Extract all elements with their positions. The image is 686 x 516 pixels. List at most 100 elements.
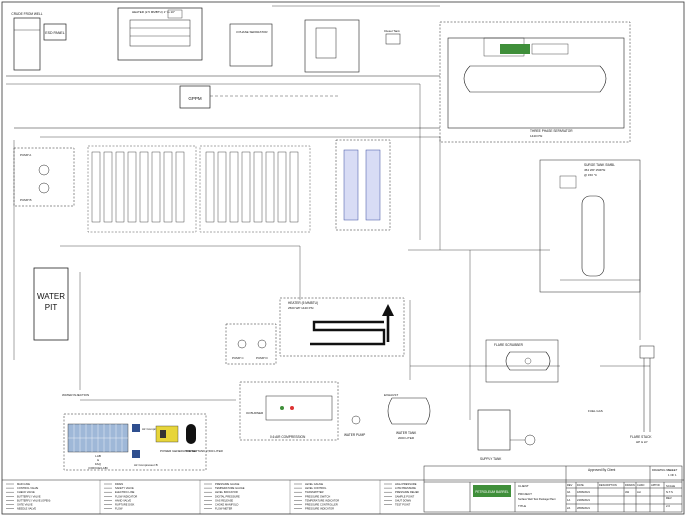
svg-text:PUMP D: PUMP D — [256, 356, 268, 360]
svg-text:WATER TANK: WATER TANK — [396, 431, 417, 435]
svg-text:SUPPLY TANK: SUPPLY TANK — [480, 457, 502, 461]
legend-item-label: BUTTERFLY VALVE (OPEN) — [17, 498, 51, 502]
legend-item-label: MAIN LINE — [17, 482, 30, 486]
svg-text:PIT: PIT — [45, 303, 58, 312]
svg-text:Air Compressor B: Air Compressor B — [134, 463, 158, 467]
drawing-no-label: DRAWING NO. — [652, 468, 671, 472]
water-tank: WATER TANK 2000 LITER — [387, 397, 431, 440]
svg-text:ESD PANEL: ESD PANEL — [45, 31, 64, 35]
air-compression: Oil BURNER 0.6 AIR COMPRESSION — [239, 381, 339, 441]
flare-stack: FLARE STACK HP & LP — [630, 345, 655, 444]
title-label: TITLE — [518, 504, 526, 508]
legend-panel — [2, 479, 684, 514]
supply-tank: SUPPLY TANK — [477, 409, 511, 461]
rev-col-header: DESCRIPTION — [599, 483, 617, 487]
client-label: CLIENT — [518, 484, 529, 488]
legend-item-label: PRESSURE GAUGE — [215, 482, 240, 486]
legend-item-label: LOW PRESSURE — [395, 486, 416, 490]
rev-col-header: CHKD — [637, 483, 644, 487]
rev-cell: AH — [637, 490, 641, 494]
legend-item-label: LEVEL CONTROL — [305, 486, 327, 490]
legend-item-label: SAMPLE POINT — [395, 494, 415, 498]
legend-item-label: FLOW — [115, 507, 123, 511]
svg-text:3 PHASE SEPARATOR: 3 PHASE SEPARATOR — [236, 30, 268, 34]
legend-item-label: FLOW INDICATOR — [115, 494, 137, 498]
svg-text:PETROLEUM BARREL: PETROLEUM BARREL — [475, 490, 509, 494]
fuel-gas-label: FUEL GAS — [588, 409, 603, 413]
rev-cell: 2A — [567, 506, 570, 510]
svg-text:GPPM: GPPM — [188, 96, 202, 101]
svg-text:SURGE TANK SIMBL: SURGE TANK SIMBL — [584, 163, 615, 167]
legend-item-label: GAS RELEASE — [215, 498, 233, 502]
legend-item-label: LEVEL GAUGE — [305, 482, 323, 486]
rev-col-header: REV — [567, 483, 573, 487]
rev-cell: 24/08/2021 — [577, 498, 591, 502]
crude-from-well: CRUDE FROM WELL — [11, 12, 43, 71]
svg-text:2000 LITER: 2000 LITER — [398, 436, 415, 440]
project-value: Surface Well Test Package Plant — [518, 497, 556, 501]
legend-item-label: TEMPERATURE INDICATOR — [305, 498, 339, 502]
rev-cell: AW — [625, 490, 630, 494]
lab-area: LAB & FAQ (OFFICE/LAB) Air Compressor A … — [63, 413, 224, 471]
filter-bank-mid — [199, 145, 311, 233]
rev-col-header: APPVD — [651, 483, 660, 487]
legend-item-label: RUPTURE DISK — [115, 503, 135, 507]
svg-text:PUMP C: PUMP C — [232, 356, 244, 360]
water-pump: WATER PUMP — [344, 415, 365, 437]
svg-text:Air Compressor A: Air Compressor A — [142, 427, 166, 431]
heater-top: HEATER (2.5 MMBTU) 1" to 10" — [117, 7, 203, 61]
water-injection-label: WATER INJECTION — [62, 393, 89, 397]
legend-item-label: CHOKE MANIFOLD — [215, 503, 238, 507]
heater-mid: HEATER (5 MMBTU) 2500 WP 1440 PSI — [279, 297, 405, 357]
small-pump-right — [510, 434, 536, 446]
svg-text:(OFFICE/LAB): (OFFICE/LAB) — [88, 466, 108, 470]
svg-text:Oil BURNER: Oil BURNER — [246, 411, 264, 415]
legend-item-label: ELECTRIC LINE — [115, 490, 135, 494]
company-logo: PETROLEUM BARREL — [473, 485, 511, 497]
diesel-tank-top: Diesel Tank — [384, 29, 401, 45]
esd-panel: ESD PANEL — [43, 23, 67, 41]
pump-ab: PUMP A PUMP B — [13, 147, 75, 207]
svg-text:&: & — [97, 458, 99, 462]
legend-item-label: CHECK VALVE — [17, 490, 35, 494]
legend-item-label: PRESSURE RELIEF — [395, 490, 419, 494]
svg-text:PUMP A: PUMP A — [20, 153, 31, 157]
legend-item-label: PRESSURE INDICATOR — [305, 507, 334, 511]
scale-label: SCALE — [666, 484, 675, 488]
svg-text:CRUDE FROM WELL: CRUDE FROM WELL — [11, 12, 42, 16]
rev-col-header: DATE — [577, 483, 584, 487]
svg-text:LAB: LAB — [95, 454, 101, 458]
rev-cell: 0A — [567, 490, 570, 494]
main-pipes — [6, 5, 650, 420]
legend-item-label: LEVEL INDICATOR — [215, 490, 238, 494]
svg-text:WATER: WATER — [37, 292, 65, 301]
gppm-box: GPPM — [179, 85, 211, 109]
svg-text:WATER PUMP: WATER PUMP — [344, 433, 365, 437]
legend-item-label: GATE VALVE — [17, 503, 33, 507]
svg-text:0.6 AIR COMPRESSION: 0.6 AIR COMPRESSION — [270, 435, 306, 439]
svg-text:FLARE STACK: FLARE STACK — [630, 435, 652, 439]
rev-cell: 1A — [567, 498, 570, 502]
filter-bank-left — [87, 145, 197, 233]
svg-text:HP & LP: HP & LP — [636, 440, 647, 444]
flare-scrubber: FLARE SCRUBBER — [485, 339, 559, 383]
legend-item-label: DRAIN — [115, 482, 123, 486]
rev-cell: 28/08/2021 — [577, 506, 591, 510]
project-label: PROJECT — [518, 492, 532, 496]
water-pit: WATER PIT — [33, 267, 69, 341]
legend-item-label: HIGH PRESSURE — [395, 482, 417, 486]
heater-mid-left: PUMP C PUMP D — [225, 323, 277, 365]
svg-text:HEATER (5 MMBTU): HEATER (5 MMBTU) — [288, 301, 318, 305]
legend-item-label: CONTROL VALVE — [17, 486, 39, 490]
sheet-value: 1 OF 1 — [668, 473, 677, 477]
filter-bank-highlight — [335, 139, 391, 231]
legend-item-label: FLOW METER — [215, 507, 232, 511]
exhaust-label: EXHAUST — [384, 393, 398, 397]
